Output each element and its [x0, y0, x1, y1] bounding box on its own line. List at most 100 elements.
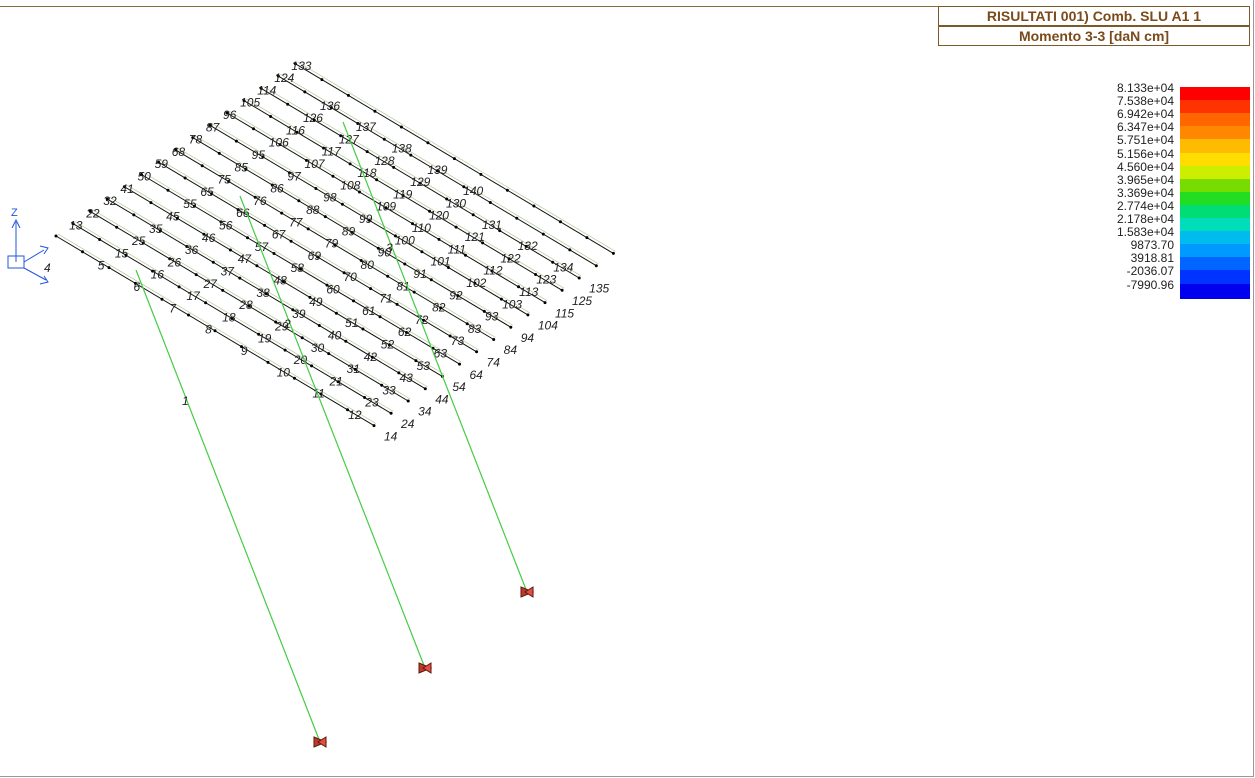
- diagonal-label: 1: [182, 394, 189, 408]
- node-dot: [585, 236, 589, 240]
- node-dot: [230, 317, 234, 320]
- element-label: 78: [189, 133, 203, 147]
- node-dot: [185, 245, 189, 248]
- node-dot: [283, 348, 287, 352]
- node-dot: [429, 278, 433, 282]
- element-label: 126: [303, 111, 323, 125]
- node-dot: [412, 290, 416, 294]
- element-label: 73: [451, 334, 465, 348]
- element-label: 55: [183, 197, 197, 211]
- element-label: 51: [345, 316, 358, 330]
- node-dot: [331, 174, 335, 178]
- node-dot: [426, 141, 430, 145]
- element-label: 25: [131, 234, 146, 248]
- node-dot: [263, 223, 267, 227]
- node-dot: [177, 285, 181, 289]
- node-dot: [376, 246, 380, 250]
- element-label: 120: [429, 209, 449, 223]
- element-label: 105: [240, 96, 260, 110]
- node-dot: [166, 188, 170, 192]
- node-dot: [428, 209, 432, 213]
- node-dot: [174, 148, 178, 152]
- node-dot: [325, 283, 329, 287]
- node-dot: [387, 343, 391, 347]
- element-label: 119: [393, 187, 412, 201]
- node-dot: [372, 424, 376, 428]
- node-dot: [346, 408, 349, 412]
- element-label: 134: [553, 260, 573, 274]
- result-title: RISULTATI 001) Comb. SLU A1 1: [938, 6, 1250, 26]
- node-dot: [418, 181, 422, 185]
- axis-arrow-icon: [11, 218, 21, 229]
- node-dot: [401, 194, 405, 197]
- moment-diagram: [109, 196, 428, 387]
- element-label: 65: [200, 185, 214, 199]
- element-label: 95: [252, 148, 266, 162]
- legend-value: 5.751e+04: [1116, 133, 1174, 148]
- node-dot: [456, 294, 460, 298]
- element-label: 23: [364, 396, 379, 410]
- element-label: 47: [238, 252, 253, 266]
- legend-value: 2.774e+04: [1116, 198, 1174, 213]
- node-dot: [370, 355, 374, 359]
- legend-entry: 3.965e+04: [1080, 173, 1250, 194]
- node-dot: [420, 250, 424, 254]
- moment-diagram: [57, 233, 377, 424]
- element-label: 26: [167, 255, 182, 269]
- node-dot: [541, 232, 545, 236]
- node-dot: [122, 185, 126, 189]
- element-label: 43: [399, 371, 413, 385]
- element-label: 99: [359, 212, 373, 226]
- legend-entry: 6.347e+04: [1080, 121, 1250, 142]
- element-label: 117: [322, 145, 342, 159]
- element-label: 101: [431, 255, 451, 269]
- element-label: 124: [274, 71, 294, 85]
- element-label: 54: [452, 380, 466, 394]
- diagonal-member: [342, 121, 528, 593]
- node-dot: [509, 325, 513, 329]
- element-label: 130: [446, 196, 466, 210]
- node-dot: [411, 222, 414, 226]
- element-label: 132: [518, 239, 538, 253]
- node-dot: [310, 364, 314, 368]
- node-dot: [558, 220, 562, 224]
- legend-swatch: [1180, 283, 1250, 299]
- node-dot: [517, 285, 520, 289]
- element-label: 102: [466, 276, 486, 290]
- element-label: 106: [269, 136, 289, 150]
- node-dot: [221, 288, 225, 292]
- node-dot: [380, 383, 384, 387]
- element-label: 70: [343, 270, 357, 284]
- node-dot: [269, 115, 273, 118]
- node-dot: [219, 220, 223, 224]
- node-dot: [406, 399, 410, 403]
- element-label: 15: [115, 246, 129, 260]
- element-label: 109: [376, 200, 396, 214]
- legend-entry: 2.774e+04: [1080, 198, 1250, 220]
- node-dot: [316, 255, 320, 259]
- element-label: 36: [185, 243, 199, 257]
- node-dot: [445, 197, 449, 201]
- node-dot: [308, 295, 312, 299]
- node-dot: [107, 266, 111, 270]
- node-dot: [334, 311, 338, 315]
- node-dot: [140, 173, 143, 176]
- node-dot: [291, 308, 295, 312]
- element-label: 137: [356, 120, 377, 134]
- node-dot: [295, 130, 299, 134]
- moment-diagram: [177, 147, 496, 338]
- element-label: 18: [222, 310, 236, 324]
- node-dot: [395, 302, 399, 306]
- node-dot: [384, 206, 388, 210]
- diagonal-label: 3: [386, 241, 393, 255]
- node-dot: [435, 169, 439, 173]
- node-dot: [499, 297, 503, 301]
- element-label: 108: [340, 178, 360, 192]
- element-label: 45: [166, 210, 180, 224]
- element-label: 113: [519, 285, 538, 299]
- element-label: 10: [277, 365, 291, 379]
- node-dot: [375, 178, 379, 182]
- moment-diagram: [194, 135, 513, 326]
